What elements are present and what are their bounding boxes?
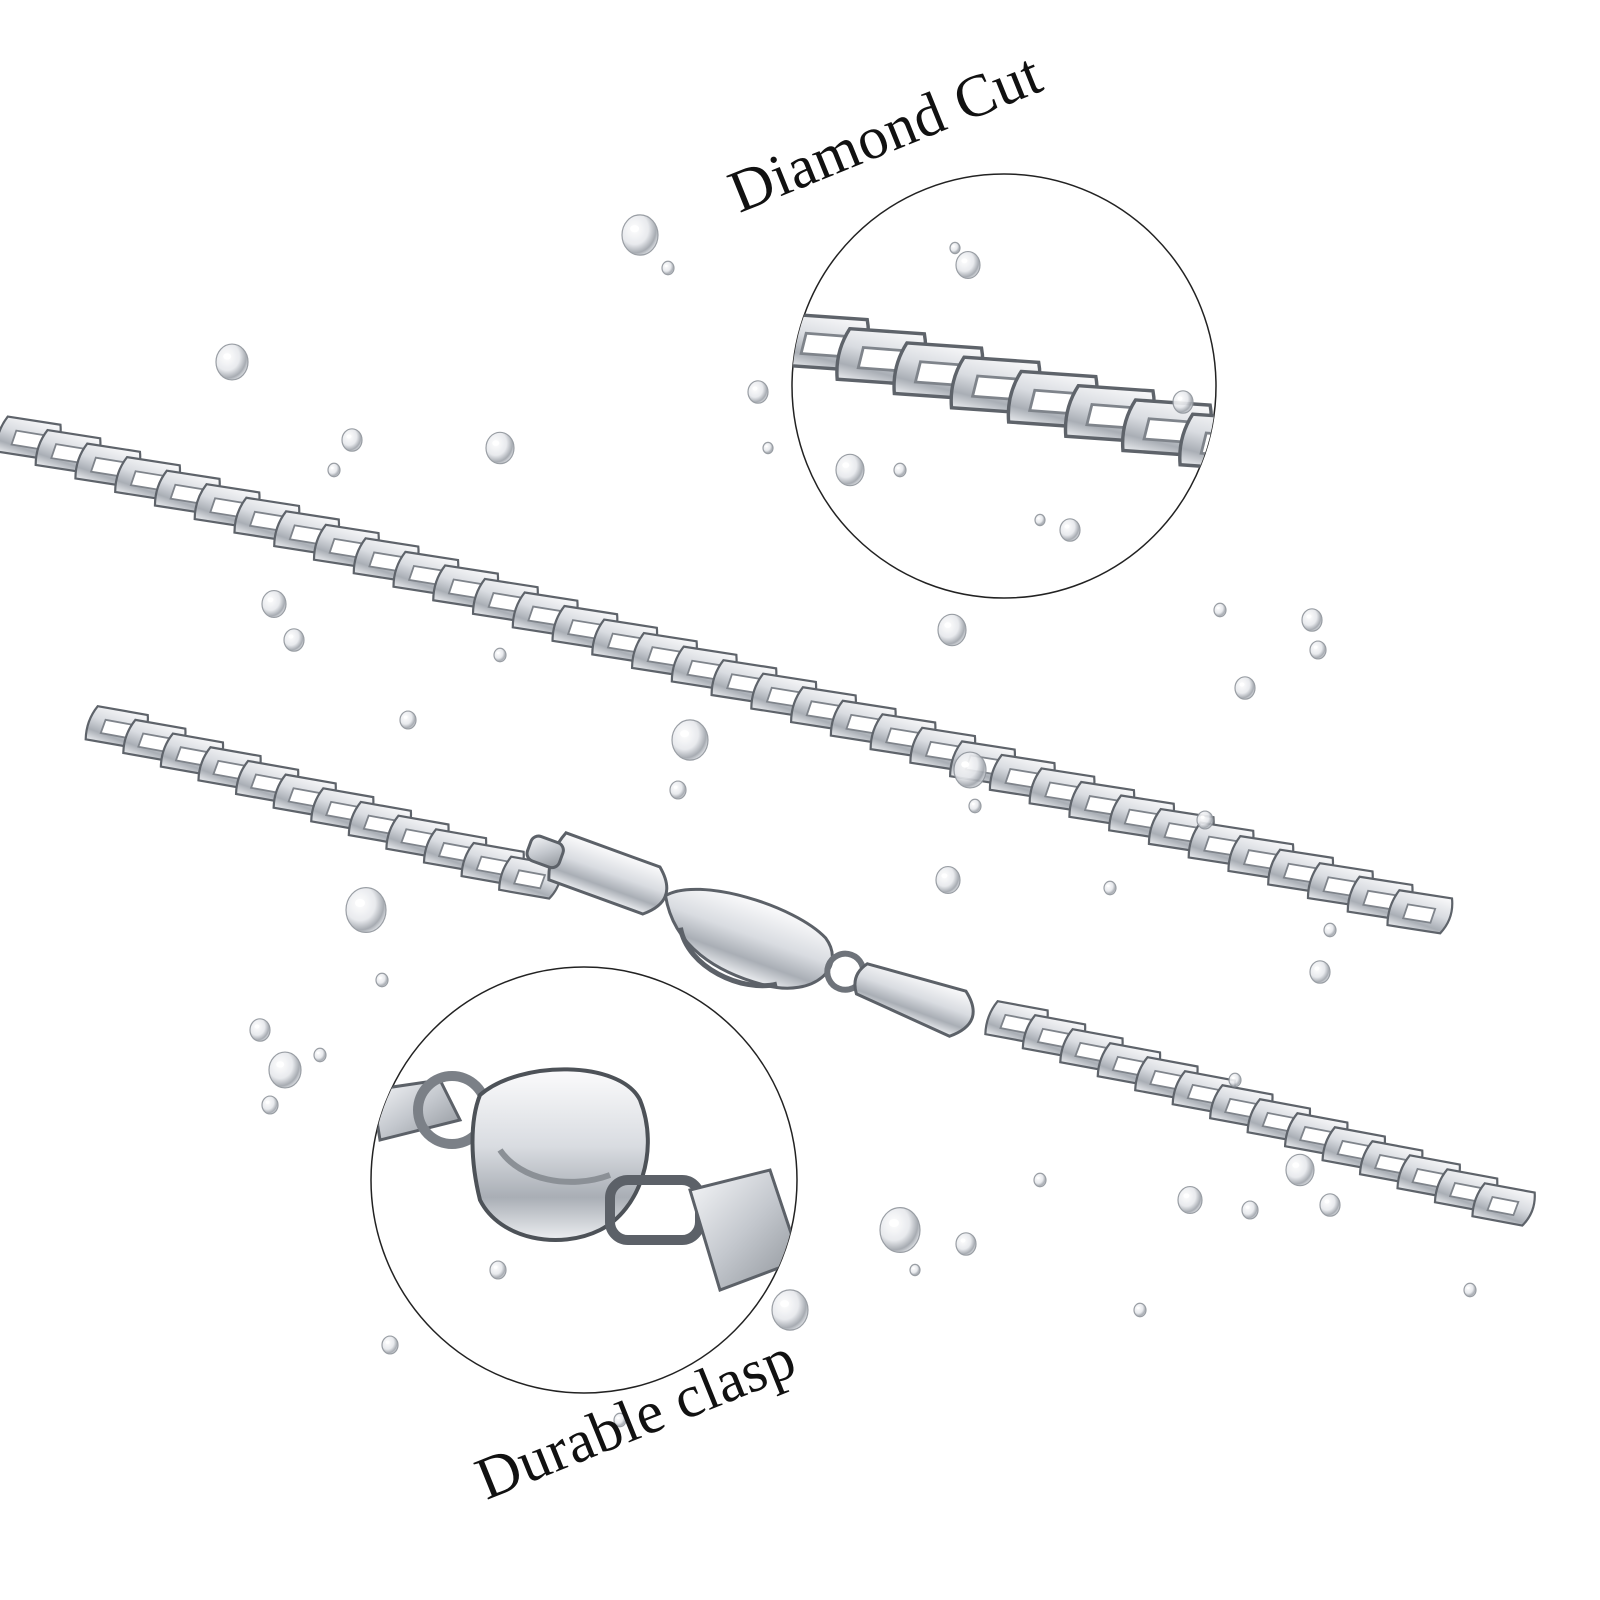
water-droplet bbox=[835, 453, 865, 487]
water-droplet bbox=[399, 710, 417, 730]
water-droplet bbox=[1034, 513, 1046, 527]
water-droplet bbox=[621, 214, 659, 256]
water-droplet bbox=[1323, 922, 1337, 938]
detail-circle-diamond-cut bbox=[791, 173, 1444, 599]
water-droplet bbox=[261, 1095, 279, 1115]
water-droplet bbox=[313, 1047, 327, 1063]
water-droplet bbox=[1309, 960, 1331, 984]
water-droplet bbox=[283, 628, 305, 652]
water-droplet bbox=[485, 431, 515, 465]
water-droplet bbox=[493, 647, 507, 663]
water-droplet bbox=[893, 462, 907, 478]
water-droplet bbox=[1059, 518, 1081, 542]
chain-lower-left bbox=[84, 705, 563, 900]
clasp-zoom bbox=[371, 1067, 797, 1292]
chain-link bbox=[1386, 889, 1454, 935]
water-droplet bbox=[937, 613, 967, 647]
water-droplet bbox=[771, 1289, 809, 1331]
water-droplet bbox=[671, 719, 709, 761]
water-droplet bbox=[375, 972, 389, 988]
water-droplet bbox=[268, 1051, 302, 1089]
water-droplet bbox=[1172, 390, 1194, 414]
chain-link bbox=[1471, 1182, 1536, 1227]
water-droplet bbox=[935, 865, 961, 895]
lobster-clasp bbox=[525, 831, 975, 1038]
water-droplet bbox=[955, 1232, 977, 1256]
water-droplet bbox=[1319, 1193, 1341, 1217]
water-droplet bbox=[1103, 880, 1117, 896]
water-droplet bbox=[613, 1412, 627, 1428]
chain-link bbox=[1347, 443, 1444, 526]
water-droplet bbox=[327, 462, 341, 478]
water-droplet bbox=[968, 798, 982, 814]
water-droplet bbox=[1228, 1072, 1242, 1088]
water-droplet bbox=[1285, 1153, 1315, 1187]
water-droplet bbox=[953, 751, 987, 789]
chain-link bbox=[1233, 415, 1330, 498]
water-droplet bbox=[1133, 1302, 1147, 1318]
chain-lower-right bbox=[984, 999, 1536, 1227]
chain-link bbox=[1290, 429, 1387, 512]
water-droplet bbox=[489, 1260, 507, 1280]
water-droplet bbox=[1463, 1282, 1477, 1298]
chain-upper bbox=[0, 415, 1454, 935]
detail-circle-durable-clasp bbox=[370, 966, 798, 1394]
water-droplet bbox=[345, 886, 387, 933]
water-droplet bbox=[1241, 1200, 1259, 1220]
water-droplet bbox=[1234, 676, 1256, 700]
water-droplet bbox=[747, 380, 769, 404]
water-droplet bbox=[1309, 640, 1327, 660]
water-droplet bbox=[341, 428, 363, 452]
water-droplet bbox=[381, 1335, 399, 1355]
water-droplet bbox=[1213, 602, 1227, 618]
water-droplet bbox=[879, 1206, 921, 1253]
water-droplet bbox=[249, 1018, 271, 1042]
water-droplet bbox=[909, 1263, 921, 1277]
water-droplet bbox=[949, 241, 961, 255]
water-droplet bbox=[1301, 608, 1323, 632]
water-droplet bbox=[215, 343, 249, 381]
water-droplet bbox=[669, 780, 687, 800]
water-droplet bbox=[661, 260, 675, 276]
water-droplet bbox=[1196, 810, 1214, 830]
water-droplet bbox=[1033, 1172, 1047, 1188]
water-droplet bbox=[261, 589, 287, 619]
water-droplet bbox=[955, 250, 981, 280]
water-droplets bbox=[215, 214, 1477, 1428]
water-droplet bbox=[1177, 1185, 1203, 1215]
water-droplet bbox=[762, 441, 774, 455]
